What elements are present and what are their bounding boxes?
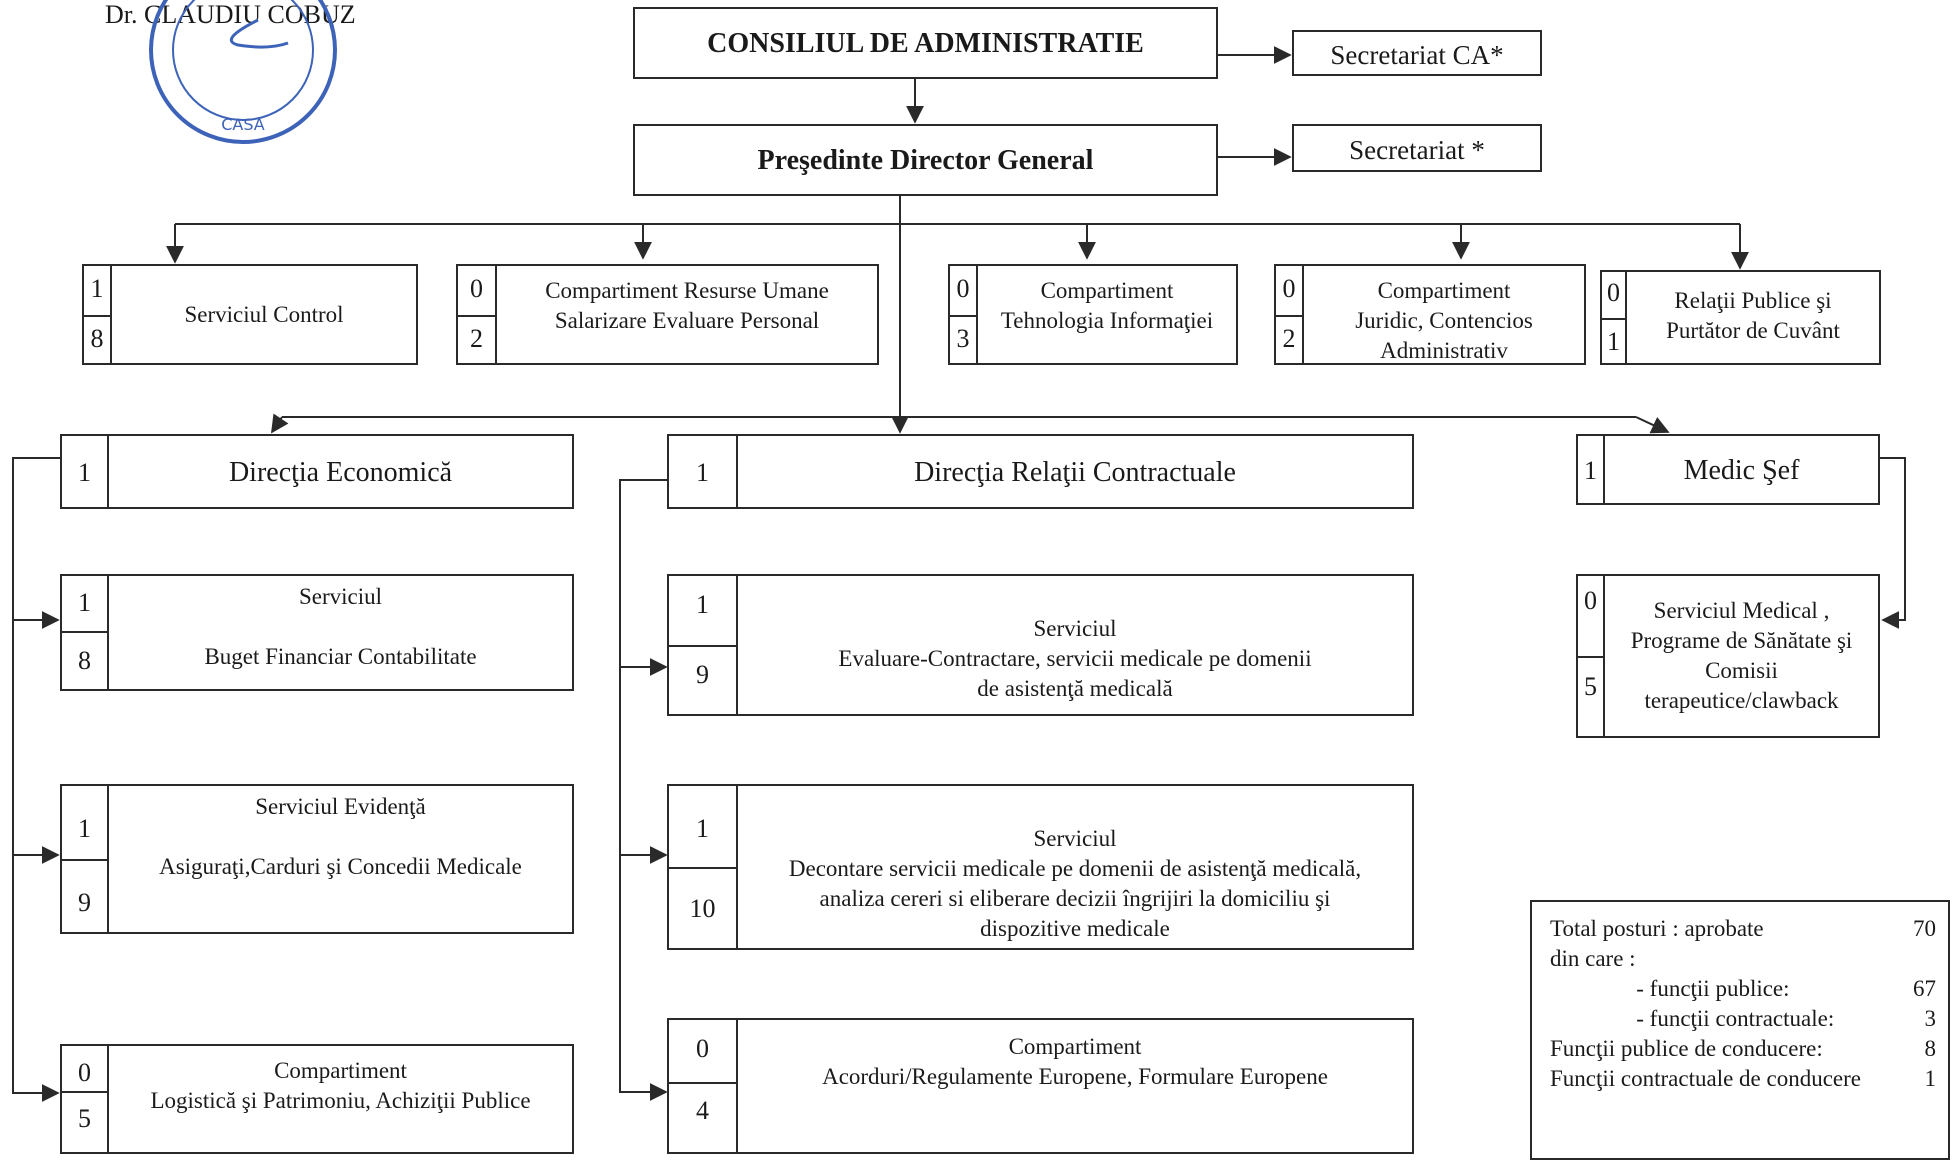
unit-count-bottom: 2 [470, 324, 483, 353]
node-president-secretariat: Secretariat * [1292, 124, 1542, 172]
totals-label: Funcţii publice de conducere: [1550, 1036, 1823, 1061]
direction-chief-doctor: 1 Medic Şef [1576, 434, 1880, 505]
unit-hr: 0 2 Compartiment Resurse Umane Salarizar… [456, 264, 879, 365]
totals-label: Funcţii contractuale de conducere [1550, 1066, 1861, 1091]
totals-value: 67 [1913, 976, 1936, 1001]
totals-value: 70 [1913, 916, 1936, 941]
unit-label: Serviciul Control [184, 302, 344, 327]
unit-control: 1 8 Serviciul Control [82, 264, 418, 365]
unit-label: Compartiment Logistică şi Patrimoniu, Ac… [150, 1058, 531, 1113]
direction-count: 1 [696, 458, 709, 487]
unit-count-top: 0 [1584, 586, 1597, 615]
unit-label: Relaţii Publice şi Purtător de Cuvânt [1666, 288, 1840, 343]
unit-count-bottom: 9 [78, 888, 91, 917]
direction-label: Direcţia Economică [228, 457, 453, 488]
official-stamp: CASA [149, 0, 337, 144]
unit-count-bottom: 8 [78, 646, 91, 675]
unit-count-bottom: 2 [1282, 324, 1296, 353]
unit-count-top: 1 [696, 814, 709, 843]
totals-row: - funcţii publice: 67 [1550, 974, 1936, 1004]
unit-label: Serviciul Decontare servicii medicale pe… [788, 826, 1362, 941]
unit-count-bottom: 9 [696, 660, 709, 689]
totals-label: - funcţii publice: [1550, 976, 1790, 1001]
totals-row: din care : [1550, 944, 1936, 974]
unit-label: Serviciul Evidenţă Asiguraţi,Carduri şi … [159, 794, 522, 879]
unit-label: Compartiment Resurse Umane Salarizare Ev… [545, 278, 829, 333]
unit-label: Serviciul Evaluare-Contractare, servicii… [838, 616, 1312, 701]
unit-european: 0 4 Compartiment Acorduri/Regulamente Eu… [667, 1018, 1414, 1154]
totals-row: Funcţii publice de conducere: 8 [1550, 1034, 1936, 1064]
node-president-secretariat-label: Secretariat * [1349, 135, 1485, 165]
unit-count-bottom: 4 [696, 1096, 709, 1125]
direction-count: 1 [1584, 456, 1597, 485]
unit-budget: 1 8 Serviciul Buget Financiar Contabilit… [60, 574, 574, 691]
unit-count-top: 0 [956, 274, 970, 303]
unit-label: Serviciul Medical , Programe de Sănătate… [1630, 598, 1853, 713]
unit-count-bottom: 8 [90, 324, 104, 353]
totals-box: Total posturi : aprobate 70 din care : - … [1530, 900, 1950, 1160]
unit-count-top: 1 [696, 590, 709, 619]
totals-label: - funcţii contractuale: [1550, 1006, 1835, 1031]
unit-count-top: 0 [470, 274, 483, 303]
unit-insured: 1 9 Serviciul Evidenţă Asiguraţi,Carduri… [60, 784, 574, 934]
unit-settlement: 1 10 Serviciul Decontare servicii medica… [667, 784, 1414, 950]
totals-label: din care : [1550, 946, 1636, 971]
unit-count-bottom: 5 [78, 1104, 91, 1133]
unit-count-top: 0 [78, 1058, 91, 1087]
unit-contracting: 1 9 Serviciul Evaluare-Contractare, serv… [667, 574, 1414, 716]
direction-count: 1 [78, 458, 91, 487]
unit-public-relations: 0 1 Relaţii Publice şi Purtător de Cuvân… [1600, 270, 1881, 365]
unit-label: Compartiment Acorduri/Regulamente Europe… [822, 1034, 1328, 1089]
unit-count-top: 0 [1282, 274, 1296, 303]
node-board-label: CONSILIUL DE ADMINISTRATIE [707, 28, 1144, 59]
node-board-secretariat-label: Secretariat CA* [1330, 40, 1504, 70]
node-board-secretariat: Secretariat CA* [1292, 30, 1542, 76]
unit-legal: 0 2 Compartiment Juridic, Contencios Adm… [1274, 264, 1586, 365]
totals-row: - funcţii contractuale: 3 [1550, 1004, 1936, 1034]
unit-count-bottom: 5 [1584, 672, 1597, 701]
unit-label: Compartiment Juridic, Contencios Adminis… [1355, 278, 1533, 363]
direction-economic: 1 Direcţia Economică [60, 434, 574, 509]
unit-count-bottom: 1 [1607, 327, 1620, 356]
unit-count-bottom: 3 [956, 324, 970, 353]
signer-name: Dr. CLAUDIU COBUZ [105, 0, 356, 29]
red-stamp [1590, 0, 1810, 10]
totals-row: Total posturi : aprobate 70 [1550, 914, 1936, 944]
direction-label: Medic Şef [1683, 455, 1800, 486]
node-board: CONSILIUL DE ADMINISTRATIE [633, 7, 1218, 79]
totals-label: Total posturi : aprobate [1550, 916, 1764, 941]
unit-count-top: 0 [696, 1034, 709, 1063]
unit-logistics: 0 5 Compartiment Logistică şi Patrimoniu… [60, 1044, 574, 1154]
direction-label: Direcţia Relaţii Contractuale [914, 457, 1236, 488]
connector-lines [12, 46, 1906, 1102]
totals-row: Funcţii contractuale de conducere 1 [1550, 1064, 1936, 1094]
unit-it: 0 3 Compartiment Tehnologia Informaţiei [948, 264, 1238, 365]
unit-count-top: 1 [78, 588, 91, 617]
unit-count-top: 1 [78, 814, 91, 843]
unit-label: Serviciul Buget Financiar Contabilitate [204, 584, 477, 669]
unit-count-bottom: 10 [689, 894, 716, 923]
node-president: Preşedinte Director General [633, 124, 1218, 196]
unit-label: Compartiment Tehnologia Informaţiei [1000, 278, 1214, 333]
unit-count-top: 0 [1607, 278, 1620, 307]
totals-value: 8 [1924, 1036, 1937, 1061]
svg-text:CASA: CASA [221, 115, 265, 134]
totals-value: 3 [1924, 1006, 1937, 1031]
direction-contract: 1 Direcţia Relaţii Contractuale [667, 434, 1414, 509]
unit-count-top: 1 [90, 274, 104, 303]
totals-value: 1 [1924, 1066, 1937, 1091]
unit-medical: 0 5 Serviciul Medical , Programe de Sănă… [1576, 574, 1880, 738]
node-president-label: Preşedinte Director General [757, 145, 1094, 176]
